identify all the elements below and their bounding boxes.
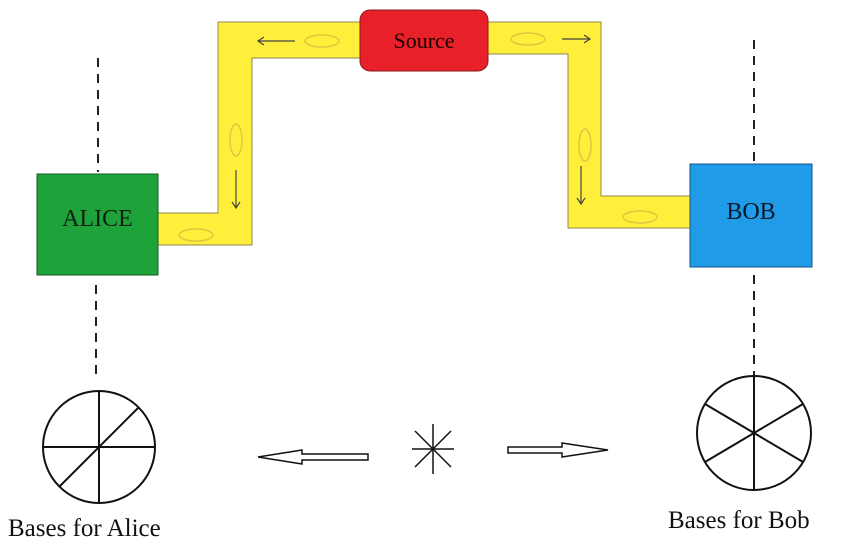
bob-bases-icon <box>696 375 812 491</box>
photon-mark-right-top <box>510 32 546 46</box>
photon-marks <box>178 32 658 242</box>
arrow-left-top-head <box>256 36 265 46</box>
dashed-guides <box>95 40 755 380</box>
photon-star-icon <box>412 424 454 474</box>
hollow-arrow-left <box>257 449 369 465</box>
alice-box <box>36 173 159 276</box>
photon-mark-bob-side <box>622 210 658 224</box>
arrow-left-down-head <box>231 201 241 210</box>
fiber-arrows <box>231 34 592 210</box>
source-label: Source <box>393 27 455 53</box>
right-fiber-path <box>487 21 691 229</box>
photon-mark-alice-side <box>178 228 214 242</box>
arrow-right-down-head <box>576 197 586 206</box>
alice-bases-label: Bases for Alice <box>8 515 161 542</box>
alice-label: ALICE <box>62 205 133 232</box>
bob-label: BOB <box>726 198 776 225</box>
photon-mark-right-vertical <box>578 128 592 162</box>
alice-bases-icon <box>42 390 156 504</box>
photon-mark-left-top <box>304 34 340 48</box>
bob-bases-label: Bases for Bob <box>668 507 810 534</box>
arrow-right-top-head <box>583 34 592 44</box>
photon-mark-left-vertical <box>229 123 243 157</box>
bob-box <box>689 163 813 268</box>
left-fiber-path <box>157 21 361 246</box>
hollow-arrow-right <box>507 442 609 458</box>
source-box <box>359 9 489 72</box>
